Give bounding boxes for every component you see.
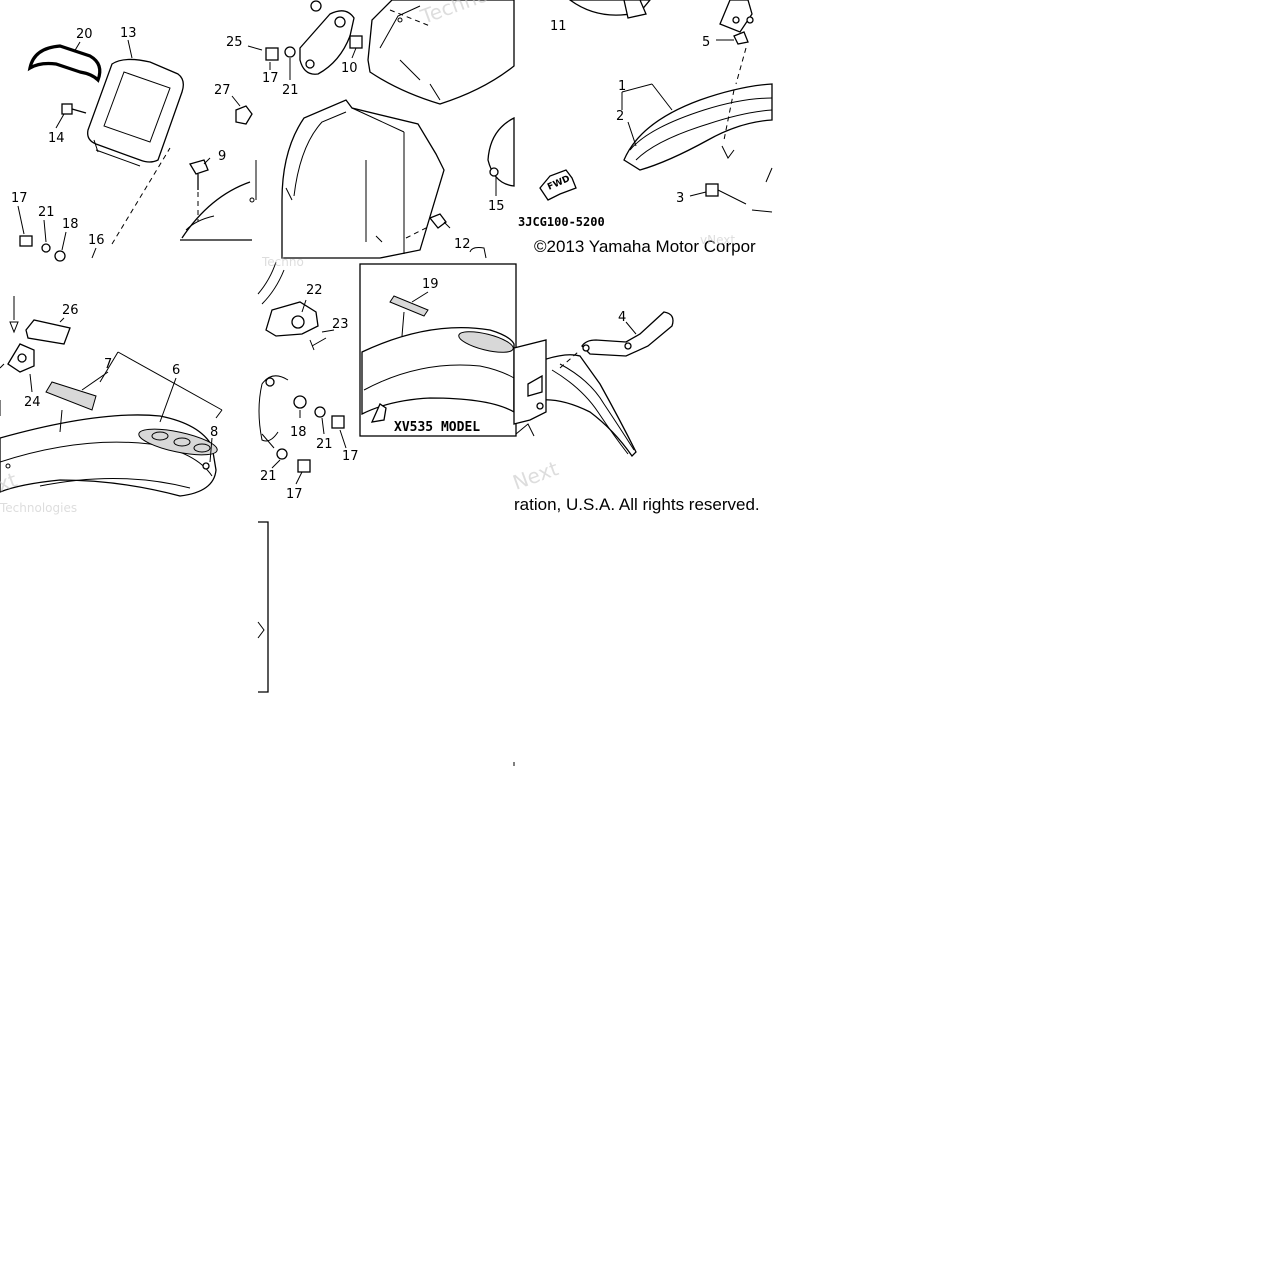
callout-25: 25 [226, 35, 243, 50]
callout-24: 24 [24, 395, 41, 410]
front-fender-group [539, 0, 773, 213]
callout-2: 2 [616, 109, 624, 124]
callout-6: 6 [172, 363, 180, 378]
callout-26: 26 [62, 303, 79, 318]
nut-27-part [235, 105, 253, 125]
callout-4: 4 [618, 310, 626, 325]
bracket-remnant [257, 521, 515, 766]
bolt-9-part [189, 159, 209, 222]
callout-21: 21 [282, 83, 299, 98]
callout-20: 20 [76, 27, 93, 42]
callout-16: 16 [88, 233, 105, 248]
callout-13: 13 [120, 26, 137, 41]
bolt-14-part [61, 103, 87, 115]
inset-label: XV535 MODEL [394, 420, 480, 435]
watermark-technologies: Technologies [0, 501, 77, 515]
callout-21: 21 [316, 437, 333, 452]
watermark-vnext: vNext [700, 233, 735, 247]
diagram-code: 3JCG100-5200 [518, 215, 605, 229]
callout-1: 1 [618, 79, 626, 94]
callout-21: 21 [260, 469, 277, 484]
seal-ring-part [27, 44, 102, 83]
watermark-techno-small: Techno [261, 255, 304, 269]
callout-23: 23 [332, 317, 349, 332]
callout-22: 22 [306, 283, 323, 298]
watermark-next-right: Next [510, 456, 562, 495]
fwd-arrow-icon [539, 169, 577, 201]
callout-18: 18 [290, 425, 307, 440]
callout-14: 14 [48, 131, 65, 146]
callout-12: 12 [454, 237, 471, 252]
tail-light-housing-group [17, 39, 257, 262]
tail-lamp-bracket-group [257, 261, 517, 485]
rear-fender-inner-group [247, 0, 515, 259]
rear-fender-side-group [513, 311, 674, 458]
callout-18: 18 [62, 217, 79, 232]
copyright-text-1: ©2013 Yamaha Motor Corpor [534, 237, 756, 256]
callout-8: 8 [210, 425, 218, 440]
callout-17: 17 [342, 449, 359, 464]
callout-9: 9 [218, 149, 226, 164]
callout-15: 15 [488, 199, 505, 214]
callout-17: 17 [11, 191, 28, 206]
callout-10: 10 [341, 61, 358, 76]
copyright-text-2: ration, U.S.A. All rights reserved. [514, 495, 760, 514]
callout-5: 5 [702, 35, 710, 50]
callout-3: 3 [676, 191, 684, 206]
callout-21: 21 [38, 205, 55, 220]
light-housing-part [87, 58, 184, 163]
callout-17: 17 [262, 71, 279, 86]
callout-7: 7 [104, 357, 112, 372]
callout-19: 19 [422, 277, 439, 292]
callout-11: 11 [550, 19, 567, 34]
callout-17: 17 [286, 487, 303, 502]
callout-27: 27 [214, 83, 231, 98]
rear-fender-emblem-group [0, 296, 223, 497]
